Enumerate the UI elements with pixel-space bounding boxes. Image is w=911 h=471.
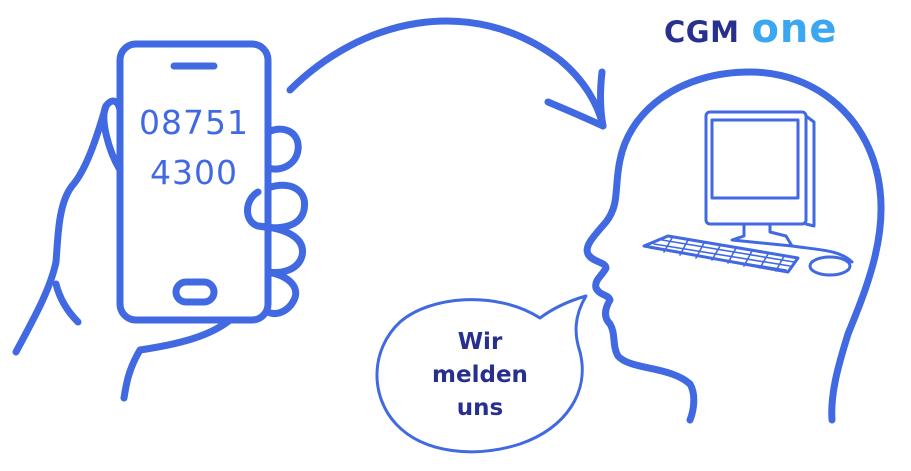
- finger-3: [254, 222, 306, 276]
- speech-bubble-text: Wir melden uns: [400, 326, 560, 425]
- logo-one-text: one: [751, 6, 838, 52]
- speech-line-2: melden: [432, 362, 528, 388]
- phone-number-line-1: 08751: [139, 103, 249, 142]
- speech-bubble-icon: [375, 294, 588, 454]
- cgm-one-logo: CGM one: [664, 6, 838, 54]
- speech-line-3: uns: [456, 395, 504, 421]
- palm-left-edge: [12, 102, 110, 356]
- arrow-head: [544, 68, 607, 130]
- phone-number-line-2: 4300: [150, 153, 238, 192]
- hand-bottom: [120, 316, 234, 402]
- monitor-side: [804, 114, 816, 228]
- phone-body: [116, 40, 272, 324]
- wrist-crease: [52, 280, 82, 326]
- monitor-stand: [730, 222, 794, 248]
- phone-home-button: [172, 278, 218, 306]
- keyboard-keys: [649, 237, 795, 272]
- mouse: [808, 255, 852, 277]
- finger-4: [264, 268, 300, 317]
- finger-2: [244, 181, 309, 232]
- monitor-frame: [704, 110, 808, 226]
- mouse-cable: [790, 244, 854, 264]
- curved-arrow-icon: [286, 17, 607, 130]
- hand-holding-phone-icon: [12, 40, 309, 402]
- logo-cgm-text: CGM: [664, 15, 740, 49]
- arrow-curve: [286, 17, 607, 130]
- speech-line-1: Wir: [457, 329, 503, 355]
- head-profile-icon: [583, 68, 885, 424]
- monitor-screen: [710, 118, 800, 200]
- computer-icon: [642, 110, 854, 277]
- head-outline: [583, 68, 885, 424]
- finger-1: [264, 125, 302, 173]
- speech-bubble-shape: [375, 294, 588, 454]
